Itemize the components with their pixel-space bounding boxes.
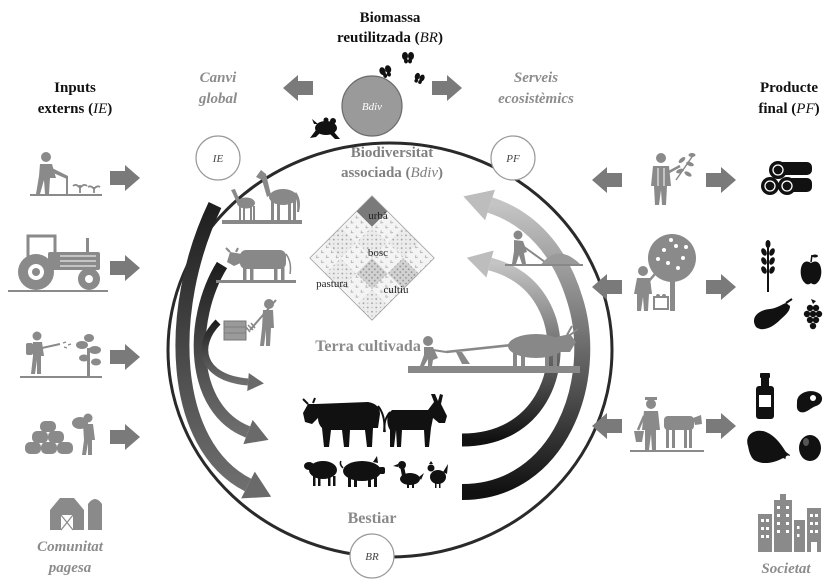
bdiv-node: [341, 75, 403, 137]
biodiversitat-label-post: ): [438, 165, 443, 181]
flow-arrow-right-inner: [461, 250, 561, 447]
sprayer-icon: [20, 331, 102, 378]
biodiversitat-label-line2: associada (Bdiv): [341, 165, 443, 181]
input-arrow-icon: [110, 255, 140, 281]
farmer-branch-icon: [651, 153, 696, 205]
dairy-farmer-icon: [630, 397, 704, 452]
inputs-externs-line2: externs (IE): [38, 101, 113, 117]
serveis-ecosistemics-line2: ecosistèmics: [498, 91, 574, 107]
biodiversitat-label-line1: Biodiversitat: [351, 145, 434, 161]
landscape-mosaic: [309, 195, 435, 321]
service-arrow-left-icon: [592, 413, 622, 439]
hoeing-farmer-icon: [505, 230, 583, 266]
biomassa-label-pre: reutilitzada (: [337, 30, 420, 46]
inputs-externs-pre: externs (: [38, 101, 93, 117]
ham-icon: [747, 430, 791, 464]
biomassa-label-post: ): [438, 30, 443, 46]
inputs-externs-post: ): [107, 101, 112, 117]
steak-icon: [796, 391, 823, 413]
feed-sacks-icon: [25, 413, 95, 455]
comunitat-pagesa-line1: Comunitat: [37, 539, 104, 555]
product-arrow-right-icon: [706, 167, 736, 193]
producte-final-post: ): [815, 101, 820, 117]
flow-arrow-right-outer: [461, 189, 591, 500]
tractor-icon: [8, 234, 108, 292]
flow-arrow-left-outer: [175, 201, 272, 499]
canvi-global-line2: global: [198, 91, 238, 107]
flow-arrow-left-middle: [193, 261, 269, 445]
barn-icon: [50, 498, 102, 531]
input-arrow-icon: [110, 424, 140, 450]
farmer-sowing-icon: [30, 152, 102, 196]
societat-label: Societat: [761, 561, 811, 577]
arrow-right-icon: [432, 75, 462, 101]
bestiar-label: Bestiar: [348, 510, 397, 527]
canvi-global-line1: Canvi: [200, 70, 238, 86]
wheat-icon: [761, 240, 775, 292]
plowman-oxen-icon: [408, 325, 580, 373]
biomassa-label-line2: reutilitzada (BR): [337, 30, 443, 46]
chicken-icon: [427, 461, 448, 488]
duck-icon: [393, 461, 424, 488]
inputs-externs-line1: Inputs: [54, 80, 96, 96]
input-arrow-icon: [110, 165, 140, 191]
frog-icon: [310, 117, 340, 139]
firewood-logs-icon: [761, 161, 812, 195]
fruit-harvest-icon: [634, 234, 696, 311]
inputs-externs-abbr: IE: [92, 101, 107, 117]
comunitat-pagesa-line2: pagesa: [47, 560, 92, 576]
producte-final-abbr: PF: [795, 101, 815, 117]
input-arrow-icon: [110, 344, 140, 370]
pf-node: [490, 135, 536, 181]
landscape-pastura-label: pastura: [316, 278, 348, 290]
product-arrow-right-icon: [706, 274, 736, 300]
arrow-left-icon: [283, 75, 313, 101]
milk-bottle-icon: [756, 373, 774, 419]
city-icon: [758, 494, 821, 552]
landscape-urba-label: urbà: [368, 210, 388, 222]
biodiversitat-label-pre: associada (: [341, 165, 411, 181]
sheep-icon: [304, 461, 337, 486]
egg-icon: [799, 435, 821, 461]
biomassa-label-line1: Biomassa: [360, 10, 421, 26]
biomassa-label-abbr: BR: [420, 30, 438, 46]
terra-cultivada-label: Terra cultivada: [315, 338, 421, 355]
br-node: [349, 533, 395, 579]
biodiversitat-label-abbr: Bdiv: [411, 165, 439, 181]
product-arrow-right-icon: [706, 413, 736, 439]
horses-icon: [222, 170, 302, 224]
cow-icon: [302, 397, 386, 447]
eggplant-icon: [753, 298, 793, 330]
apple-icon: [800, 254, 822, 285]
landscape-bosc-label: bosc: [368, 247, 388, 259]
bdiv-node-label: Bdiv: [362, 101, 382, 113]
producte-final-pre: final (: [758, 101, 796, 117]
landscape-cultiu-label: cultiu: [383, 284, 409, 296]
berry-icon: [803, 299, 823, 330]
producte-final-line1: Producte: [760, 80, 818, 96]
ie-node-label: IE: [212, 153, 224, 165]
service-arrow-left-icon: [592, 167, 622, 193]
producte-final-line2: final (PF): [758, 101, 819, 117]
pf-node-label: PF: [505, 153, 520, 165]
butterfly-icon: [379, 52, 425, 85]
donkey-icon: [383, 394, 447, 447]
pig-icon: [339, 456, 385, 487]
br-node-label: BR: [365, 551, 379, 563]
gray-cow-icon: [216, 247, 296, 283]
ie-node: [195, 135, 241, 181]
flow-arrow-left-inner: [201, 319, 264, 391]
hay-farmer-icon: [223, 299, 277, 346]
serveis-ecosistemics-line1: Serveis: [514, 70, 558, 86]
